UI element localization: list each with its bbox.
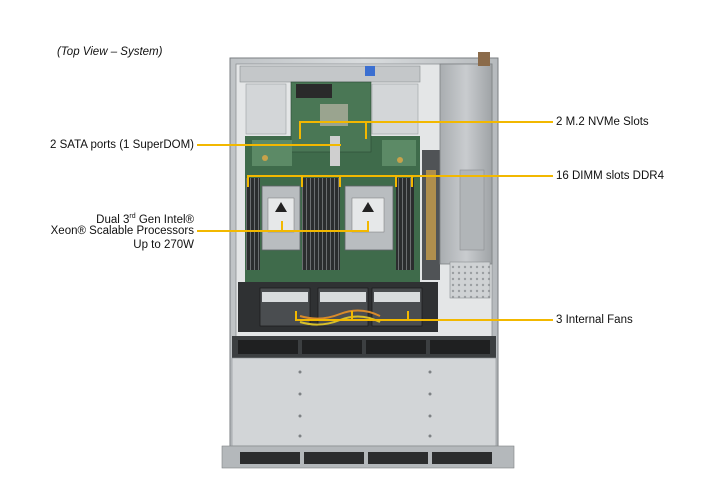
dimm-banks	[246, 178, 414, 270]
callout-cpu-line1: Dual 3rd Gen Intel®	[0, 210, 194, 227]
callout-cpu-line1-a: Dual 3	[96, 213, 130, 226]
cable-area	[422, 150, 440, 280]
callout-sata-label: 2 SATA ports (1 SuperDOM)	[49, 139, 194, 151]
callout-fans-label: 3 Internal Fans	[556, 314, 633, 326]
rear-io-area	[239, 65, 421, 135]
callout-dimm-label: 16 DIMM slots DDR4	[556, 170, 664, 182]
cpu-heatsinks	[261, 185, 394, 251]
callout-line-dimm-left	[247, 175, 553, 187]
front-panel	[221, 445, 515, 469]
power-supply-bay	[439, 52, 493, 299]
callout-cpu-line1-sup: rd	[129, 213, 136, 220]
callout-line-fans	[295, 311, 553, 321]
fan-wall	[238, 282, 438, 332]
callout-cpu-line1-b: Gen Intel®	[135, 213, 194, 226]
callout-lines	[197, 121, 553, 321]
callout-cpu-line3: Up to 270W	[133, 239, 194, 251]
view-title: (Top View – System)	[57, 46, 163, 58]
callout-line-m2	[299, 121, 553, 139]
callout-cpu-line2: Xeon® Scalable Processors	[50, 225, 194, 237]
drive-bay	[231, 336, 497, 447]
callout-m2-label: 2 M.2 NVMe Slots	[556, 116, 649, 128]
